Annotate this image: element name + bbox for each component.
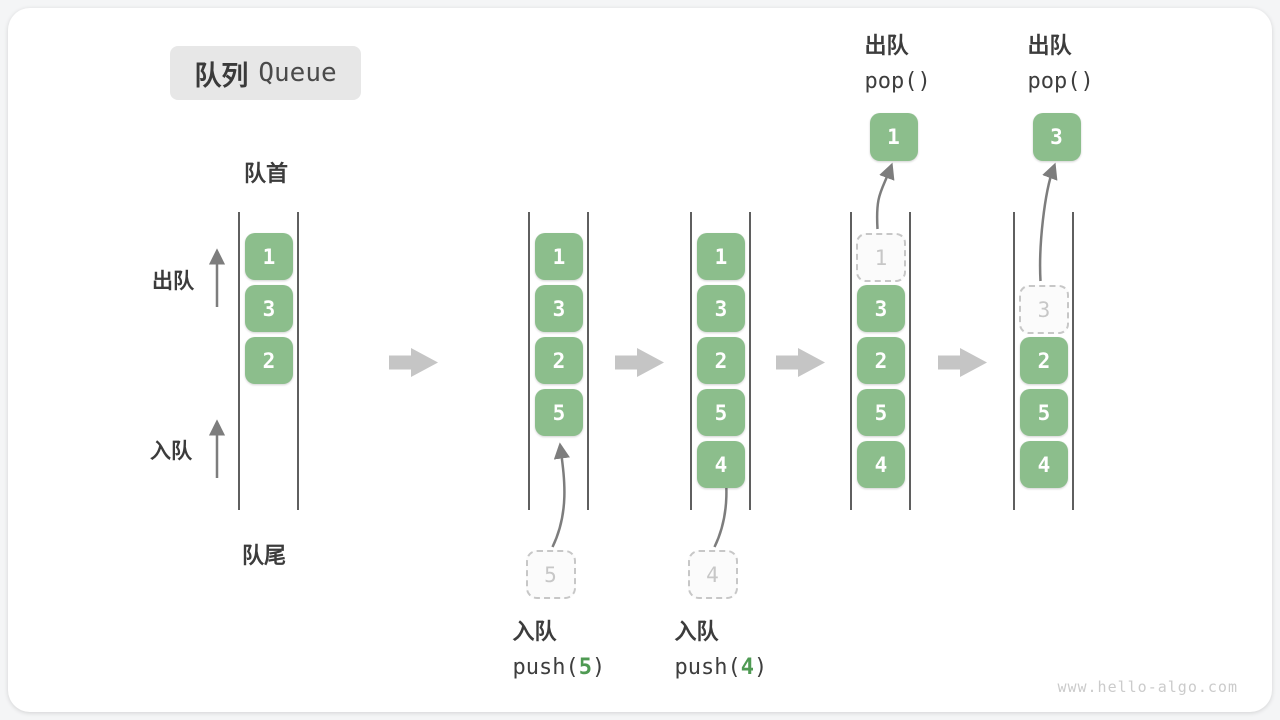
queue-item: 1 [535,233,583,280]
label-queue-front: 队首 [244,161,289,186]
right-arrow-icon [776,348,825,377]
enqueue-label-zh: 入队 [674,619,719,644]
queue-item: 3 [245,285,293,332]
transition-arrow [389,348,438,377]
queue-item: 3 [697,285,745,332]
transition-arrow [937,348,987,377]
dequeue-label-code: pop() [864,69,931,94]
queue-item: 4 [1020,441,1068,488]
enqueue-label: 入队 push(4) [675,614,768,686]
transition-arrow [776,348,825,377]
queue-item: 5 [535,389,583,436]
dequeue-label: 出队 pop() [1028,28,1094,100]
queue-item: 5 [857,389,905,436]
queue-item: 2 [1020,337,1068,384]
queue-item: 2 [535,337,583,384]
queue-item: 2 [245,337,293,384]
enqueue-label-code: push(4) [674,655,768,680]
enqueue-label-code: push(5) [512,655,606,680]
transition-arrow [615,348,664,377]
queue-item: 3 [535,285,583,332]
queue-item: 5 [697,389,745,436]
title-en: Queue [258,58,337,88]
watermark: www.hello-algo.com [1057,678,1238,696]
queue-item-dashed: 1 [856,233,906,282]
dequeue-label-zh: 出队 [864,33,909,58]
staged-item: 5 [525,550,576,599]
queue-item-dashed: 3 [1019,285,1069,334]
enqueue-label-zh: 入队 [512,619,557,644]
queue-item: 4 [857,441,905,488]
staged-item: 4 [687,550,738,599]
label-queue-rear: 队尾 [242,543,287,568]
enqueue-label: 入队 push(5) [513,614,606,686]
queue-item: 4 [697,441,745,488]
queue-column-initial: 1 3 2 [238,212,299,510]
queue-item: 2 [857,337,905,384]
popped-item: 3 [1032,113,1081,161]
right-arrow-icon [615,348,664,377]
queue-item: 2 [697,337,745,384]
queue-item: 1 [245,233,293,280]
queue-item: 5 [1020,389,1068,436]
queue-column-push-4: 1 3 2 5 4 [690,212,751,510]
label-enqueue-side: 入队 [150,440,192,463]
queue-column-push-5: 1 3 2 5 [528,212,589,510]
popped-item: 1 [869,113,918,161]
queue-item: 3 [857,285,905,332]
right-arrow-icon [389,348,438,377]
label-dequeue-side: 出队 [152,270,194,293]
title-badge: 队列 Queue [170,46,361,100]
dequeue-label-zh: 出队 [1027,33,1072,58]
dequeue-label-code: pop() [1027,69,1094,94]
title-zh: 队列 [194,60,249,91]
queue-item: 1 [697,233,745,280]
right-arrow-icon [937,348,987,377]
dequeue-label: 出队 pop() [865,28,931,100]
